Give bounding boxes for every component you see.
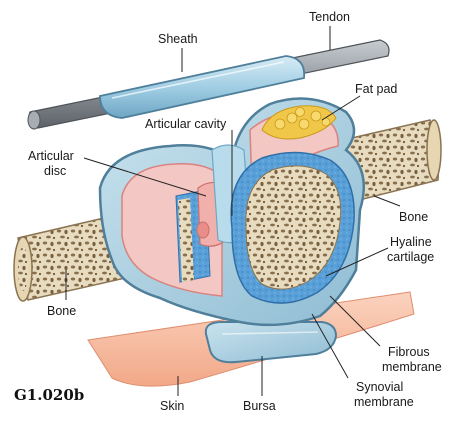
label-articular-disc-line2: disc: [44, 164, 66, 178]
label-bone-left: Bone: [47, 304, 76, 318]
figure-id: G1.020b: [14, 386, 84, 404]
label-bursa: Bursa: [243, 399, 276, 413]
label-bone-right: Bone: [399, 210, 428, 224]
label-hyaline-line1: Hyaline: [390, 235, 432, 249]
label-skin: Skin: [160, 399, 184, 413]
label-synovial-line2: membrane: [354, 395, 414, 409]
label-fibrous-line2: membrane: [382, 360, 442, 374]
leader-lines: [65, 26, 401, 396]
tendon-sheath: [99, 55, 306, 119]
label-hyaline-line2: cartilage: [387, 250, 434, 264]
fat-pad: [261, 105, 337, 140]
label-sheath: Sheath: [158, 32, 198, 46]
label-articular-disc-line1: Articular: [28, 149, 74, 163]
label-fat-pad: Fat pad: [355, 82, 397, 96]
right-bone-head: [230, 151, 355, 304]
label-tendon: Tendon: [309, 10, 350, 24]
bursa-sac: [204, 321, 338, 364]
label-articular-cavity: Articular cavity: [145, 117, 227, 131]
label-synovial-line1: Synovial: [356, 380, 403, 394]
label-fibrous-line1: Fibrous: [388, 345, 430, 359]
